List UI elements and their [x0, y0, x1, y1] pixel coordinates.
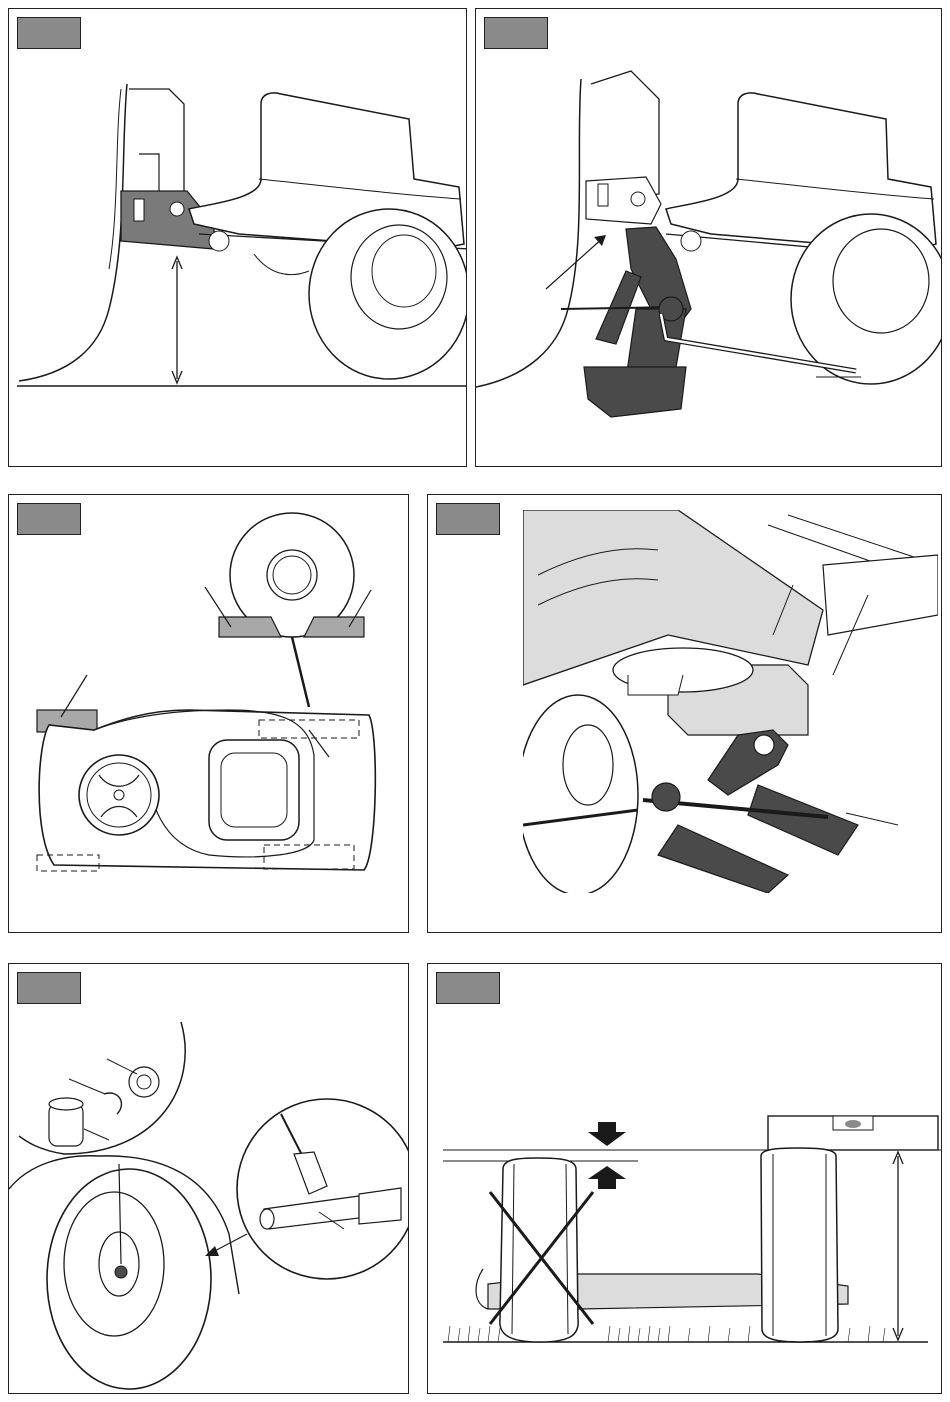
illustration-scissor-jack: [476, 9, 942, 467]
panel-4-jack-lift-closeup: [427, 494, 942, 933]
panel-5-wheel-removal: [8, 963, 409, 1394]
illustration-ground-clearance: [9, 9, 467, 467]
illustration-wheel-axle-parts: [9, 964, 409, 1394]
illustration-mower-top-view: [9, 495, 409, 933]
panel-3-top-view-chocks: [8, 494, 409, 933]
panel-1-jack-point-clearance: [8, 8, 467, 467]
panel-6-tire-level-comparison: [427, 963, 942, 1394]
panel-2-jack-placement: [475, 8, 942, 467]
illustration-jack-under-deck: [428, 495, 942, 933]
illustration-tire-comparison: [428, 964, 942, 1394]
